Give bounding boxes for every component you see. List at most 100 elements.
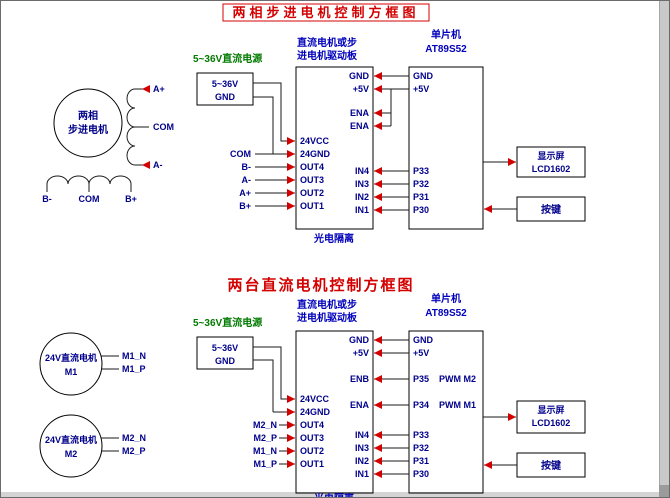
pwm-m2-label: PWM M2 [439,374,476,384]
dc-motor-2-label-2: M2 [65,449,78,459]
stepper-motor-label-2: 步进电机 [68,123,108,136]
mcu2-pin-p30: P30 [413,469,429,479]
driver2-pin-out2: OUT2 [300,446,324,456]
driver-title-2-2: 进电机驱动板 [297,311,358,324]
driver-pin-in2: IN2 [355,192,369,202]
mcu-title-2: AT89S52 [425,44,467,55]
driver2-pin-in3: IN3 [355,443,369,453]
mcu-pin-p32: P32 [413,179,429,189]
mcu-block [408,66,484,230]
mcu-pin-gnd: GND [413,71,434,81]
wire-label-m1n: M1_N [253,446,277,456]
terminal-b-minus: B- [42,194,52,204]
driver2-pin-in4: IN4 [355,430,369,440]
wire-label-b-minus: B- [242,162,252,172]
lcd2-label-1: 显示屏 [537,405,564,415]
terminal-b-plus: B+ [125,194,137,204]
mcu2-pin-p32: P32 [413,443,429,453]
driver2-pin-5v: +5V [353,348,369,358]
power-supply-title: 5~36V直流电源 [193,52,262,65]
lcd2-label-2: LCD1602 [532,418,571,428]
mcu2-pin-p34: P34 [413,400,429,410]
power-supply-box-2 [196,336,254,370]
lcd-label-2: LCD1602 [532,164,571,174]
phase-b-coil-symbol [46,175,132,192]
opto-isolation-label: 光电隔离 [313,232,354,245]
driver-title-1: 直流电机或步 [297,36,357,49]
driver-pin-ena2: ENA [350,121,370,131]
wire-label-a-minus: A- [242,175,252,185]
motor2-wire-n: M2_N [122,433,146,443]
driver2-pin-out3: OUT3 [300,433,324,443]
motor1-wire-p: M1_P [122,364,146,374]
phase-a-coil-symbol [126,85,150,169]
motor1-wire-n: M1_N [122,351,146,361]
driver-pin-5v: +5V [353,84,369,94]
mcu-title-1: 单片机 [431,28,461,41]
driver2-pin-gnd: GND [349,335,370,345]
driver-pin-24vcc: 24VCC [300,136,330,146]
dc-motor-1-label-1: 24V直流电机 [45,352,97,363]
driver-pin-out1: OUT1 [300,201,324,211]
terminal-a-plus: A+ [153,84,165,94]
bottom-title: 两台直流电机控制方框图 [227,276,414,294]
mcu2-pin-5v: +5V [413,348,429,358]
dc-motor-1-label-2: M1 [65,367,78,377]
wire-label-m1p: M1_P [253,459,277,469]
mcu2-pin-p35: P35 [413,374,429,384]
power-supply-title-2: 5~36V直流电源 [193,316,262,329]
mcu-block-2 [408,330,484,494]
corner-gray-block [659,485,669,497]
driver-pin-gnd: GND [349,71,370,81]
opto-isolation-label-2: 光电隔离 [313,492,354,498]
driver-title-2: 进电机驱动板 [297,49,358,62]
right-gray-strip [659,1,669,497]
driver2-pin-in1: IN1 [355,469,369,479]
wire-label-com: COM [230,149,251,159]
dc-motor-diagram: 两台直流电机控制方框图 24V直流电机 M1 24V直流电机 M2 M1_N M… [39,276,586,498]
wire-label-b-plus: B+ [239,201,251,211]
power-supply-box [196,72,254,106]
dc-motor-1-symbol [39,332,103,396]
driver2-pin-ena: ENA [350,400,370,410]
driver2-pin-24vcc: 24VCC [300,394,330,404]
mcu2-title-2: AT89S52 [425,308,467,319]
mcu2-pin-p31: P31 [413,456,429,466]
wire-label-m2p: M2_P [253,433,277,443]
top-title-box [222,3,430,22]
top-title: 两相步进电机控制方框图 [232,5,419,20]
terminal-a-minus: A- [153,160,163,170]
driver-pin-in4: IN4 [355,166,369,176]
driver-pin-in3: IN3 [355,179,369,189]
wire-label-m2n: M2_N [253,420,277,430]
mcu-pin-p33: P33 [413,166,429,176]
wire-label-a-plus: A+ [239,188,251,198]
mcu2-pin-gnd: GND [413,335,434,345]
lcd-box-2 [516,400,586,434]
key-label: 按键 [541,203,562,216]
driver-pin-out4: OUT4 [300,162,324,172]
driver-pin-24gnd: 24GND [300,149,331,159]
power-voltage-label: 5~36V [212,79,238,89]
driver2-pin-out4: OUT4 [300,420,324,430]
bottom-gray-strip [1,492,669,497]
mcu-pin-p31: P31 [413,192,429,202]
stepper-motor-symbol [53,88,123,158]
dc-motor-2-label-1: 24V直流电机 [45,434,97,445]
driver2-pin-in2: IN2 [355,456,369,466]
lcd-box [516,146,586,178]
dc-motor-2-symbol [39,414,103,478]
mcu-pin-5v: +5V [413,84,429,94]
power-gnd-label-2: GND [215,356,236,366]
driver-title-2-1: 直流电机或步 [297,298,357,311]
motor2-wire-p: M2_P [122,446,146,456]
power-voltage-label-2: 5~36V [212,343,238,353]
mcu2-title-1: 单片机 [431,292,461,305]
driver-pin-out2: OUT2 [300,188,324,198]
terminal-b-com: COM [79,194,100,204]
driver-pin-out3: OUT3 [300,175,324,185]
bottom-wires [101,336,517,478]
driver2-pin-24gnd: 24GND [300,407,331,417]
